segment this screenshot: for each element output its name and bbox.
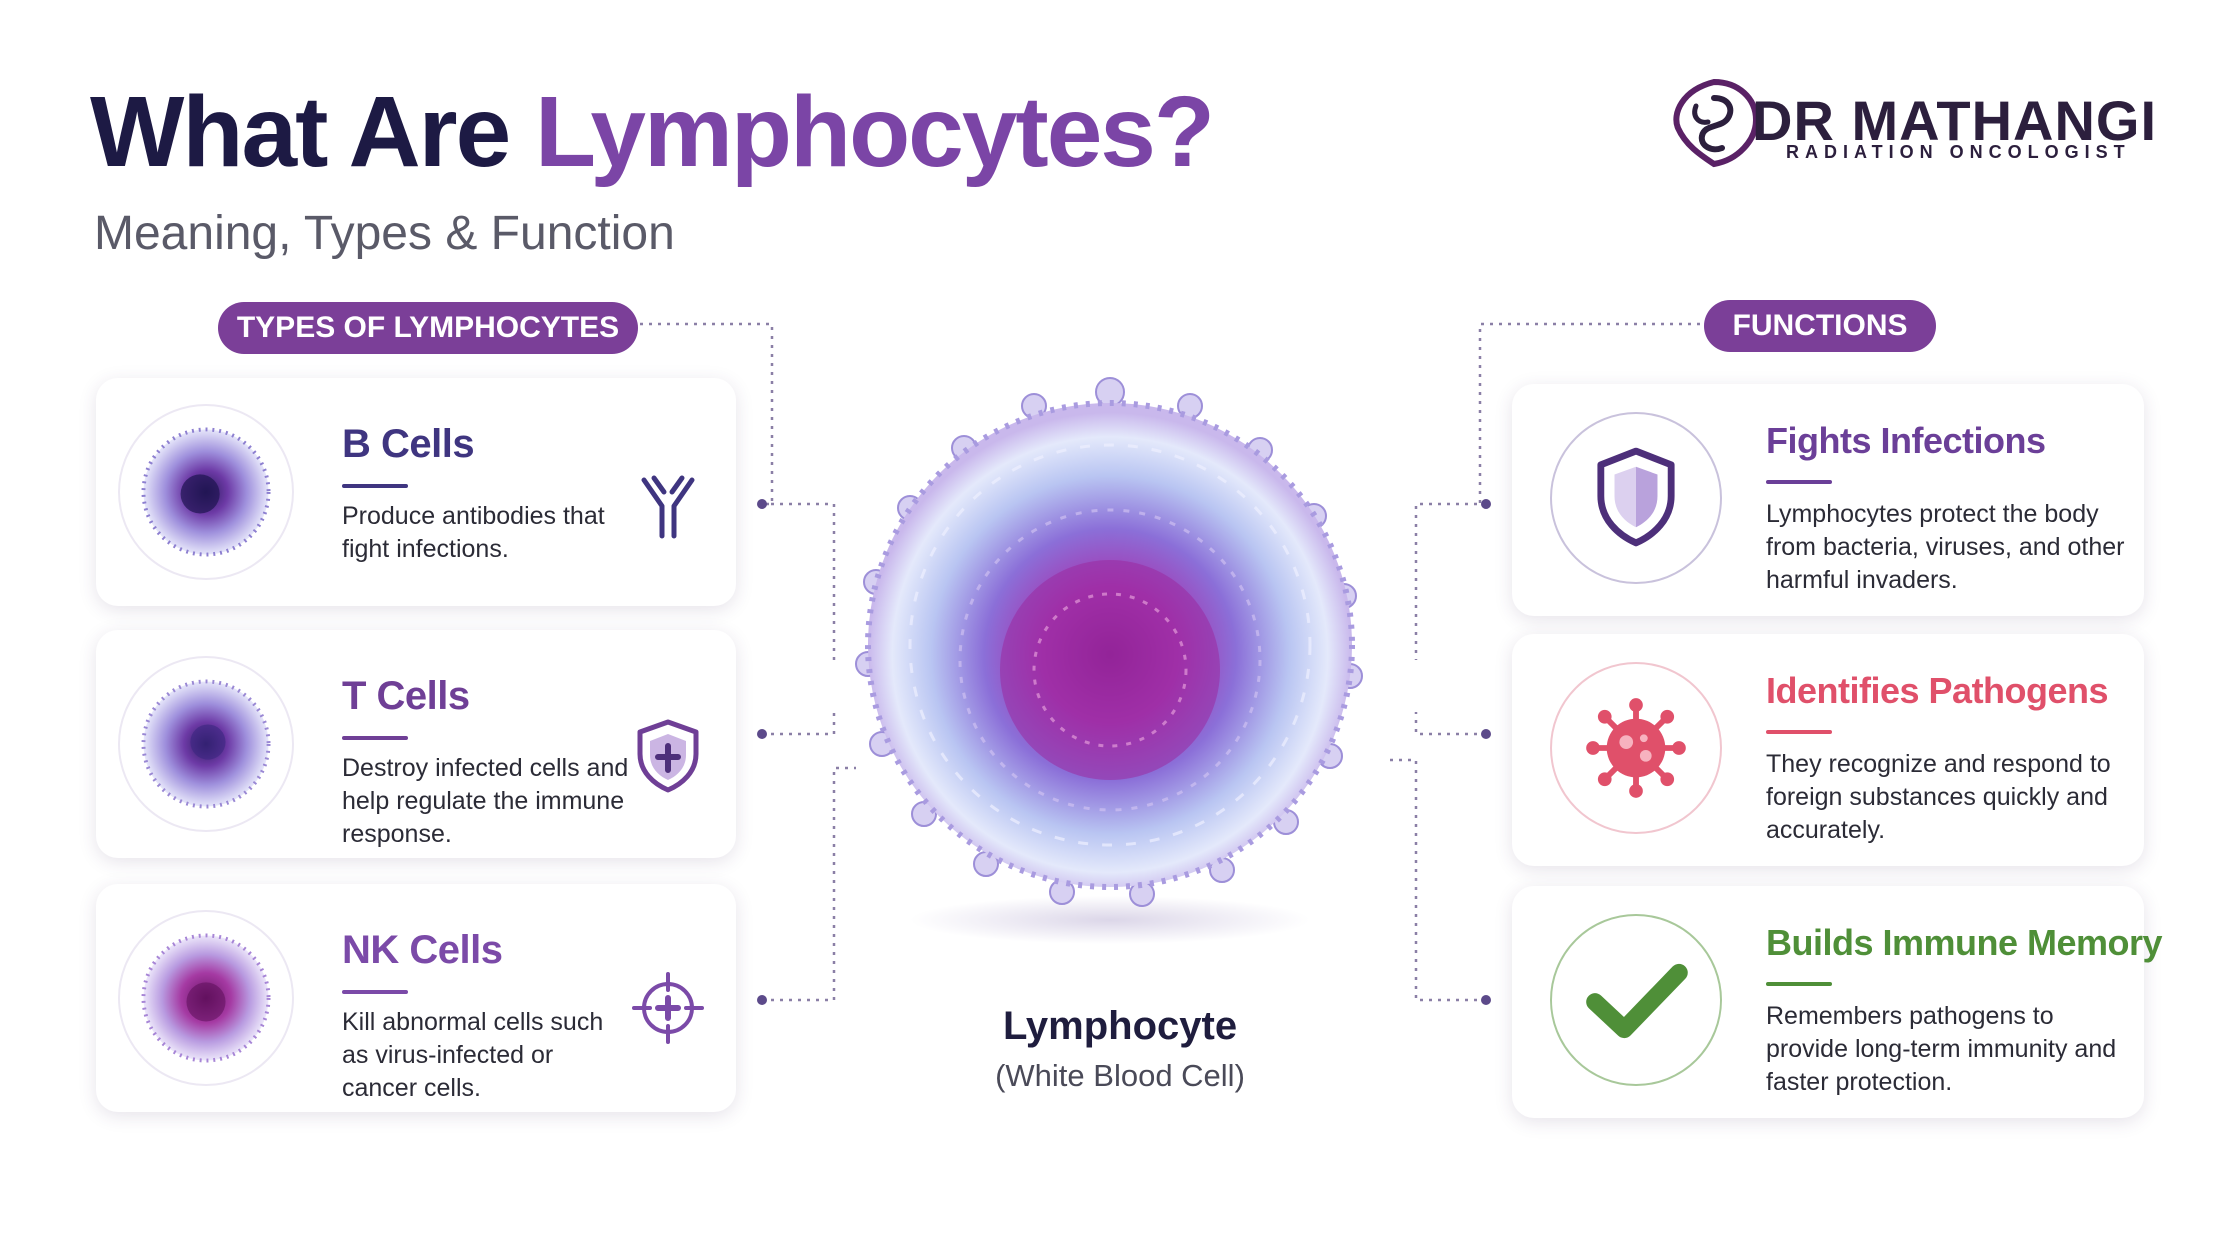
antibody-icon — [641, 475, 695, 539]
nk-cell-image — [118, 910, 294, 1086]
function-description: Remembers pathogens to provide long-term… — [1766, 1002, 2117, 1096]
shield-icon-badge — [1550, 412, 1722, 584]
cell-nucleus — [1000, 560, 1220, 780]
function-card-builds-immune-memory: Builds Immune Memory Remembers pathogens… — [1512, 886, 2163, 1118]
functions-section-label: FUNCTIONS — [1704, 300, 1936, 352]
b-cell-image — [118, 404, 294, 580]
connector-tcell — [762, 710, 836, 736]
brand-logo: DR MATHANGI RADIATION ONCOLOGIST — [1668, 76, 2158, 171]
function-description: Lymphocytes protect the body from bacter… — [1766, 500, 2125, 594]
type-description: Kill abnormal cells such as virus-infect… — [342, 1008, 604, 1102]
function-description: They recognize and respond to foreign su… — [1766, 750, 2111, 844]
connector-dot — [1481, 499, 1491, 509]
type-title: B Cells — [342, 422, 475, 466]
type-card-nk-cells: NK Cells Kill abnormal cells such as vir… — [96, 884, 736, 1112]
logo-name: DR MATHANGI — [1752, 89, 2158, 152]
checkmark-icon-badge — [1550, 914, 1722, 1086]
lymphocyte-sublabel: (White Blood Cell) — [995, 1058, 1245, 1093]
page-subtitle: Meaning, Types & Function — [94, 207, 675, 260]
connector-identifies — [1414, 712, 1486, 736]
connector-nkcell — [762, 766, 856, 1002]
cell-membrane — [865, 400, 1355, 890]
title-underline — [342, 736, 408, 740]
function-title: Identifies Pathogens — [1766, 670, 2109, 711]
function-title: Builds Immune Memory — [1766, 922, 2163, 963]
type-description: Destroy infected cells and help regulate… — [342, 754, 629, 848]
title-underline — [342, 484, 408, 488]
shield-icon — [1597, 447, 1675, 547]
shield-cross-icon — [637, 719, 699, 793]
lymphocyte-label: Lymphocyte — [1002, 1004, 1238, 1048]
type-card-t-cells: T Cells Destroy infected cells and help … — [96, 630, 736, 858]
type-title: NK Cells — [342, 928, 503, 972]
checkmark-icon — [1586, 963, 1688, 1039]
connector-dot — [757, 995, 767, 1005]
function-card-fights-infections: Fights Infections Lymphocytes protect th… — [1512, 384, 2144, 616]
cell-shadow — [910, 896, 1310, 944]
virus-icon-badge — [1550, 662, 1722, 834]
connector-dot — [757, 499, 767, 509]
type-title: T Cells — [342, 674, 470, 718]
page-title: What Are Lymphocytes? — [90, 82, 1215, 182]
crosshair-icon — [632, 972, 704, 1044]
type-card-b-cells: B Cells Produce antibodies that fight in… — [96, 378, 736, 606]
virus-icon — [1586, 698, 1686, 798]
function-title: Fights Infections — [1766, 420, 2046, 461]
title-underline — [1766, 730, 1832, 734]
types-section-label: TYPES OF LYMPHOCYTES — [218, 302, 638, 354]
connector-fights — [1414, 502, 1486, 660]
connector-dot — [757, 729, 767, 739]
connector-memory — [1390, 758, 1486, 1002]
lymphocyte-cell-illustration — [855, 377, 1363, 944]
connector-bcell — [762, 502, 836, 660]
title-accent: Lymphocytes? — [535, 76, 1215, 188]
title-plain: What Are — [90, 76, 535, 188]
function-card-identifies-pathogens: Identifies Pathogens They recognize and … — [1512, 634, 2144, 866]
type-description: Produce antibodies that fight infections… — [342, 502, 605, 563]
t-cell-image — [118, 656, 294, 832]
logo-swirl-icon — [1673, 78, 1760, 168]
title-underline — [1766, 982, 1832, 986]
title-underline — [1766, 480, 1832, 484]
title-underline — [342, 990, 408, 994]
connector-functions-label — [1478, 322, 1700, 506]
connector-dot — [1481, 995, 1491, 1005]
connector-dot — [1481, 729, 1491, 739]
logo-tagline: RADIATION ONCOLOGIST — [1786, 142, 2131, 162]
